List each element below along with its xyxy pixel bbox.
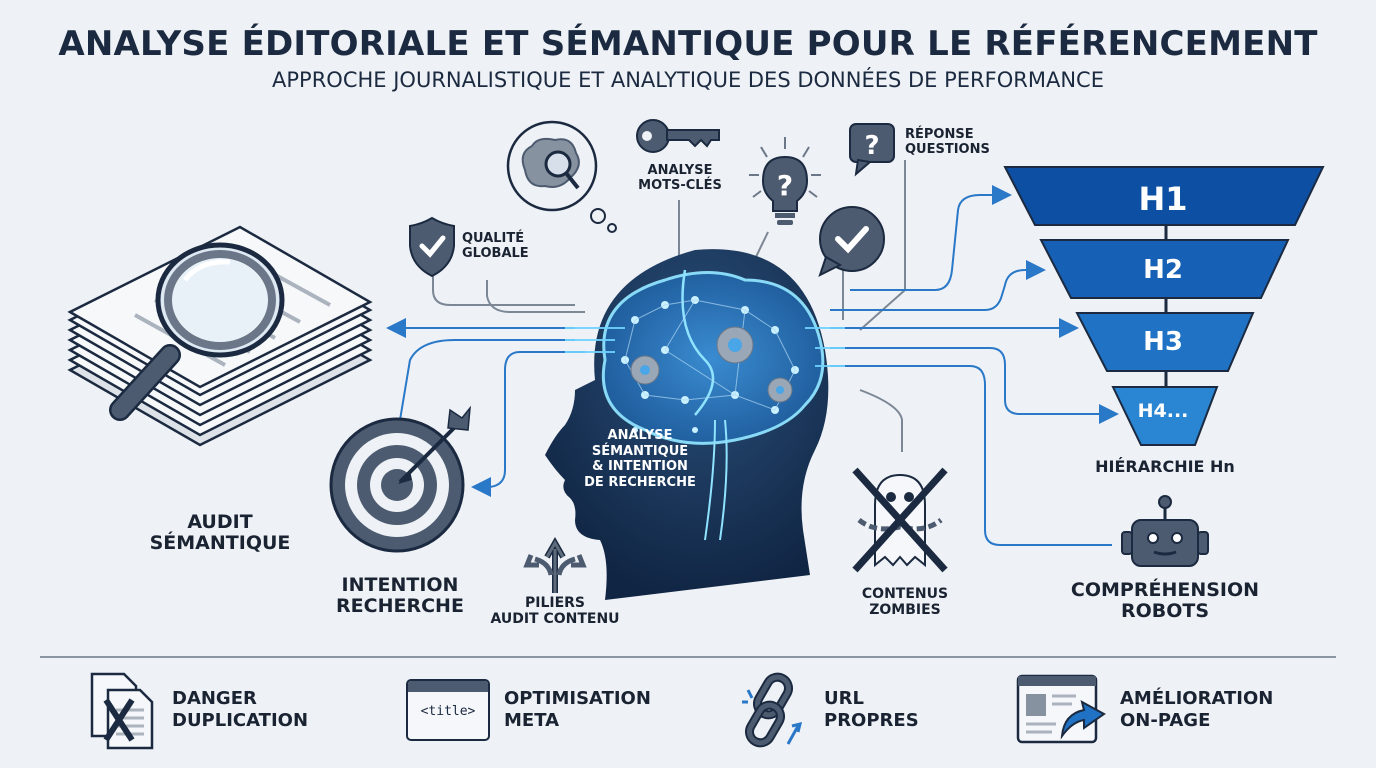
label-hierarchie-hn: HIÉRARCHIE Hn <box>1095 457 1235 476</box>
shield-check-icon <box>409 216 455 278</box>
svg-text:?: ? <box>777 169 793 202</box>
question-bubble-icon: ? <box>849 123 895 177</box>
page-improve-icon <box>1016 674 1106 744</box>
lightbulb-question-icon: ? <box>749 137 821 225</box>
broken-link-icon <box>742 672 803 748</box>
duplicate-doc-icon <box>90 672 154 750</box>
robot-icon <box>1121 495 1209 567</box>
section-divider <box>40 656 1336 658</box>
page-title: ANALYSE ÉDITORIALE ET SÉMANTIQUE POUR LE… <box>58 24 1318 64</box>
funnel-h3: H3 <box>1143 327 1183 357</box>
key-icon <box>636 119 720 153</box>
target-arrow-icon <box>329 405 471 553</box>
funnel-h2: H2 <box>1143 255 1183 285</box>
head-brain-icon <box>545 249 845 600</box>
split-arrows-icon <box>523 536 587 593</box>
thought-bubble-brain-icon <box>506 120 617 233</box>
funnel-h4: H4... <box>1137 400 1189 422</box>
funnel-h1: H1 <box>1138 180 1188 218</box>
heading-hierarchy-funnel <box>1003 166 1325 446</box>
document-stack-magnifier-icon <box>67 225 373 447</box>
svg-text:?: ? <box>864 131 879 161</box>
title-tag-icon: <title> <box>406 679 490 741</box>
ghost-crossed-icon <box>852 467 948 573</box>
page-subtitle: APPROCHE JOURNALISTIQUE ET ANALYTIQUE DE… <box>272 68 1104 92</box>
speech-check-icon <box>818 206 885 277</box>
